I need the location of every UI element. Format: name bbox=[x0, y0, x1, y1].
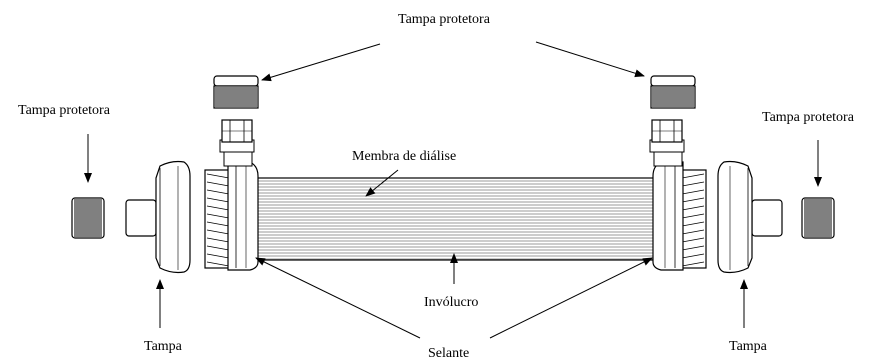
left-thread bbox=[206, 173, 230, 267]
thread-line bbox=[206, 213, 230, 219]
thread-line bbox=[206, 237, 230, 243]
left-dialysate-port bbox=[219, 119, 255, 167]
label-left-protective-cap: Tampa protetora bbox=[18, 103, 110, 118]
arrow-sealant-right bbox=[489, 257, 653, 339]
thread-line bbox=[681, 245, 705, 251]
left-protective-cap bbox=[71, 197, 105, 239]
thread-line bbox=[206, 205, 230, 211]
arrow-sealant-left bbox=[255, 257, 421, 339]
thread-line bbox=[681, 237, 705, 243]
arrow-top-left-cap bbox=[261, 43, 381, 82]
thread-line bbox=[681, 261, 705, 267]
label-sealant: Selante bbox=[428, 346, 470, 361]
label-right-cap: Tampa bbox=[729, 339, 767, 354]
thread-line bbox=[206, 173, 230, 179]
label-top-protective-cap: Tampa protetora bbox=[398, 12, 490, 27]
thread-line bbox=[206, 197, 230, 203]
thread-line bbox=[681, 189, 705, 195]
top-right-protective-cap bbox=[650, 75, 696, 109]
thread-line bbox=[206, 229, 230, 235]
arrows bbox=[84, 41, 822, 339]
thread-line bbox=[681, 221, 705, 227]
thread-line bbox=[681, 197, 705, 203]
right-header bbox=[649, 119, 707, 271]
label-left-cap: Tampa bbox=[144, 339, 182, 354]
thread-line bbox=[206, 253, 230, 259]
thread-line bbox=[681, 205, 705, 211]
right-protective-cap bbox=[801, 197, 835, 239]
left-header bbox=[204, 119, 259, 271]
thread-line bbox=[681, 181, 705, 187]
fiber-bundle bbox=[256, 180, 654, 260]
arrow-membrane bbox=[365, 169, 399, 197]
thread-line bbox=[681, 229, 705, 235]
thread-line bbox=[206, 221, 230, 227]
right-end-cap bbox=[717, 160, 783, 274]
label-housing: Invólucro bbox=[424, 295, 479, 310]
right-dialysate-port bbox=[649, 119, 685, 167]
label-membrane: Membra de diálise bbox=[352, 149, 457, 164]
housing-body bbox=[254, 177, 656, 261]
thread-line bbox=[206, 189, 230, 195]
thread-line bbox=[681, 173, 705, 179]
left-end-cap bbox=[125, 160, 191, 274]
thread-line bbox=[206, 261, 230, 267]
thread-line bbox=[681, 253, 705, 259]
thread-line bbox=[206, 181, 230, 187]
label-right-protective-cap: Tampa protetora bbox=[762, 110, 854, 125]
arrow-top-right-cap bbox=[535, 41, 645, 78]
thread-line bbox=[206, 245, 230, 251]
thread-line bbox=[681, 213, 705, 219]
right-thread bbox=[681, 173, 705, 267]
top-left-protective-cap bbox=[213, 75, 259, 109]
